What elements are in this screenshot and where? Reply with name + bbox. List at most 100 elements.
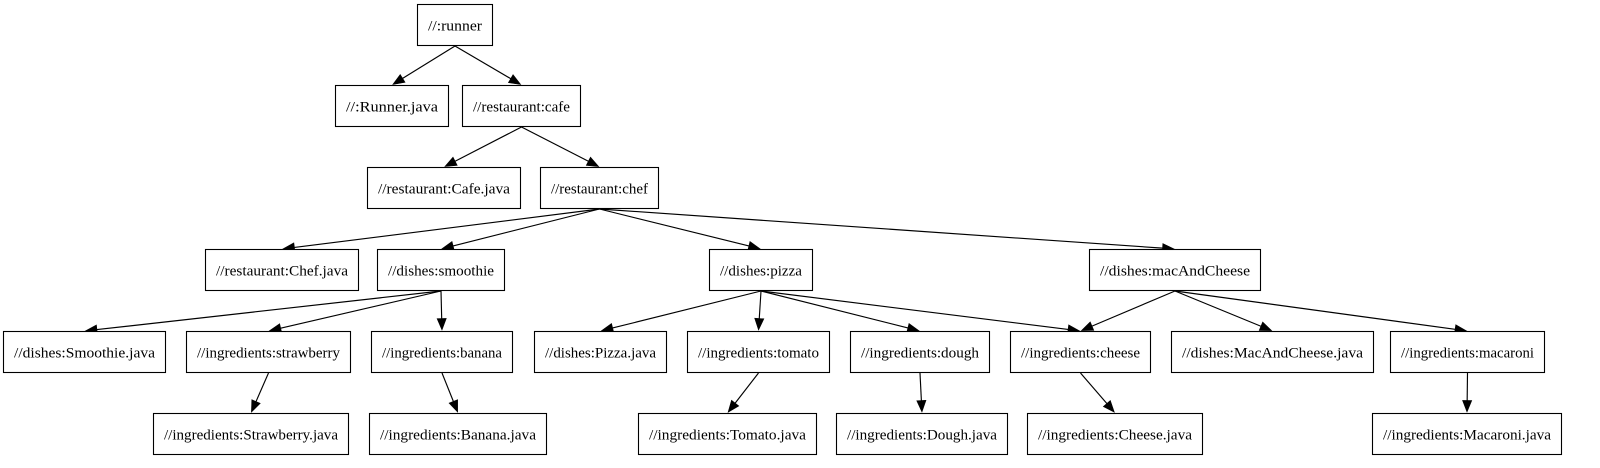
edge-line [452, 208, 600, 247]
node-box[interactable] [1088, 248, 1262, 292]
graph-node[interactable]: //ingredients:banana [370, 330, 514, 374]
edge-line [402, 45, 456, 79]
edge-arrowhead-icon [916, 399, 927, 413]
edge-line [1174, 290, 1262, 327]
node-label: //:runner [428, 18, 482, 35]
graph-node[interactable]: //ingredients:Cheese.java [1026, 412, 1204, 456]
edge-line [294, 208, 600, 249]
graph-node[interactable]: //ingredients:Macaroni.java [1371, 412, 1563, 456]
graph-edge [84, 290, 442, 335]
node-box[interactable] [152, 412, 350, 456]
graph-edge [1080, 290, 1176, 331]
node-box[interactable] [1389, 330, 1546, 374]
node-box[interactable] [686, 330, 831, 374]
node-box[interactable] [637, 412, 818, 456]
edge-arrowhead-icon [754, 317, 765, 331]
edge-arrowhead-icon [448, 399, 458, 413]
edge-arrowhead-icon [1462, 400, 1473, 413]
edge-arrowhead-icon [251, 399, 261, 413]
node-label: //dishes:Pizza.java [545, 345, 656, 362]
graph-node[interactable]: //restaurant:Cafe.java [366, 166, 522, 210]
graph-node[interactable]: //dishes:Smoothie.java [2, 330, 167, 374]
node-box[interactable] [185, 330, 352, 374]
graph-node[interactable]: //dishes:Pizza.java [533, 330, 668, 374]
node-box[interactable] [376, 248, 506, 292]
graph-edge [392, 45, 456, 85]
node-box[interactable] [204, 248, 360, 292]
node-box[interactable] [539, 166, 660, 210]
graph-edge [600, 290, 762, 333]
graph-edge [1174, 290, 1273, 331]
node-box[interactable] [461, 84, 582, 128]
edge-line [612, 290, 762, 329]
graph-edge [760, 290, 1081, 335]
node-box[interactable] [1026, 412, 1204, 456]
graph-node[interactable]: //dishes:smoothie [376, 248, 506, 292]
graph-node[interactable]: //restaurant:cafe [461, 84, 582, 128]
graph-node[interactable]: //ingredients:Tomato.java [637, 412, 818, 456]
node-box[interactable] [533, 330, 668, 374]
graph-node[interactable]: //ingredients:Dough.java [835, 412, 1009, 456]
graph-node[interactable]: //dishes:MacAndCheese.java [1170, 330, 1375, 374]
graph-edge [754, 290, 765, 331]
edge-line [599, 208, 750, 247]
graph-node[interactable]: //ingredients:dough [849, 330, 991, 374]
graph-edge [727, 372, 759, 413]
node-box[interactable] [1009, 330, 1152, 374]
graph-node[interactable]: //ingredients:macaroni [1389, 330, 1546, 374]
edge-line [1174, 290, 1456, 330]
graph-node[interactable]: //ingredients:Strawberry.java [152, 412, 350, 456]
graph-edge [1462, 372, 1473, 413]
node-box[interactable] [849, 330, 991, 374]
node-label: //ingredients:tomato [698, 345, 819, 362]
graph-node[interactable]: //:runner [416, 3, 494, 47]
graph-edge [441, 208, 600, 251]
graph-node[interactable]: //ingredients:tomato [686, 330, 831, 374]
node-label: //ingredients:Strawberry.java [164, 427, 338, 444]
node-box[interactable] [835, 412, 1009, 456]
graph-edge [268, 290, 442, 334]
graph-node[interactable]: //ingredients:cheese [1009, 330, 1152, 374]
graph-edge [1080, 372, 1115, 413]
graph-node[interactable]: //dishes:macAndCheese [1088, 248, 1262, 292]
node-label: //dishes:macAndCheese [1100, 263, 1250, 280]
node-label: //ingredients:Cheese.java [1038, 427, 1192, 444]
node-box[interactable] [416, 3, 494, 47]
graph-edge [436, 290, 447, 331]
graph-node[interactable]: //:Runner.java [334, 84, 450, 128]
edge-arrowhead-icon [392, 73, 406, 85]
graph-node[interactable]: //ingredients:strawberry [185, 330, 352, 374]
edge-line [599, 208, 1163, 249]
graph-edge [444, 126, 522, 167]
edge-line [1080, 372, 1108, 404]
edge-line [96, 290, 442, 331]
node-box[interactable] [708, 248, 814, 292]
edge-arrowhead-icon [1080, 321, 1095, 331]
edge-arrowhead-icon [444, 156, 458, 167]
graph-node[interactable]: //restaurant:Chef.java [204, 248, 360, 292]
edge-arrowhead-icon [1258, 321, 1273, 331]
edge-arrowhead-icon [727, 399, 740, 413]
graph-node[interactable]: //dishes:pizza [708, 248, 814, 292]
node-label: //dishes:Smoothie.java [14, 345, 155, 362]
graph-edge [251, 372, 270, 413]
graph-node[interactable]: //restaurant:chef [539, 166, 660, 210]
graph-node[interactable]: //ingredients:Banana.java [368, 412, 548, 456]
graph-edge [454, 45, 522, 85]
node-box[interactable] [370, 330, 514, 374]
node-box[interactable] [334, 84, 450, 128]
edge-line [1091, 290, 1176, 327]
node-box[interactable] [2, 330, 167, 374]
edge-line [280, 290, 442, 329]
node-label: //:Runner.java [346, 99, 438, 116]
node-box[interactable] [366, 166, 522, 210]
node-box[interactable] [1170, 330, 1375, 374]
edge-arrowhead-icon [507, 74, 522, 85]
node-label: //dishes:pizza [720, 263, 802, 280]
node-label: //restaurant:cafe [473, 99, 570, 116]
node-box[interactable] [1371, 412, 1563, 456]
graph-nodes-layer: //:runner //:Runner.java //restaurant:cafe… [2, 3, 1563, 456]
node-label: //ingredients:banana [382, 345, 502, 362]
node-box[interactable] [368, 412, 548, 456]
